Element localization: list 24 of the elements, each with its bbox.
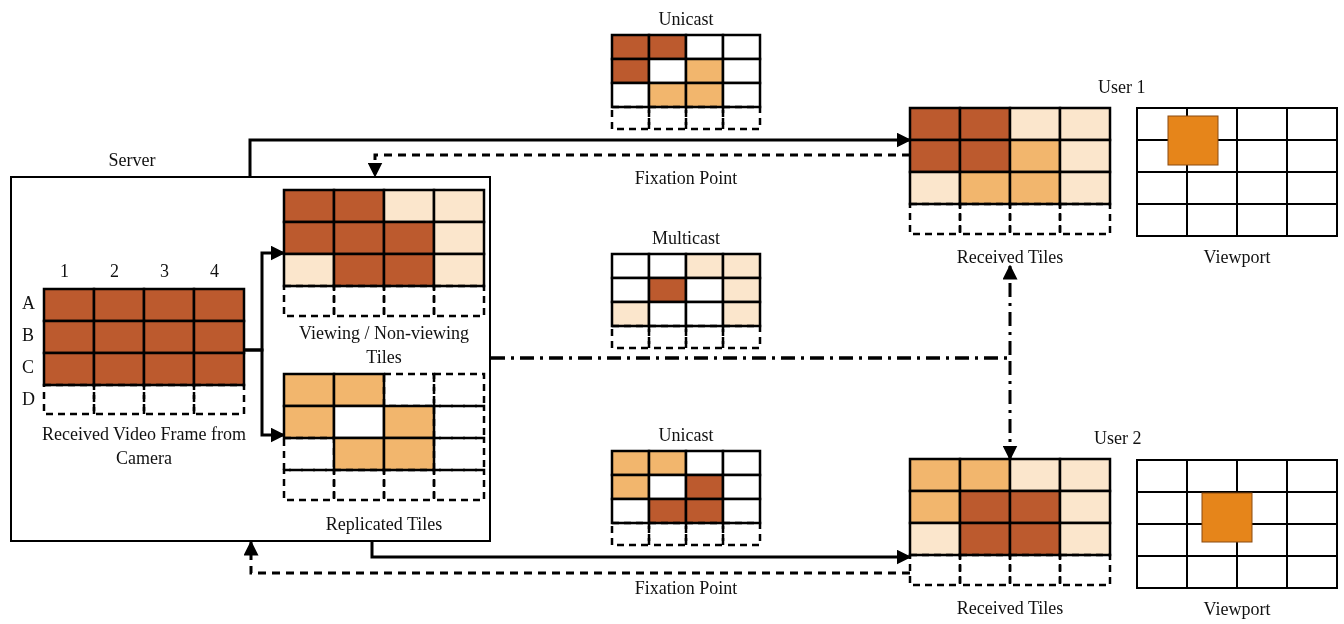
text-label: D (22, 388, 35, 410)
text-label: 2 (110, 260, 119, 282)
text-label: C (22, 356, 34, 378)
text-label: User 2 (1094, 427, 1142, 449)
grid-caption: Received Tiles (955, 597, 1065, 620)
grid-caption: Replicated Tiles (324, 513, 444, 536)
box-heading: Server (107, 149, 157, 172)
grid-caption: Received Tiles (955, 246, 1065, 269)
grid-caption: Viewport (1202, 246, 1272, 269)
text-label: A (22, 292, 35, 314)
text-label: User 1 (1098, 76, 1146, 98)
grid-caption: Multicast (651, 227, 721, 250)
text-label: 4 (210, 260, 219, 282)
grid-caption: Viewport (1202, 598, 1272, 621)
arrow (367, 153, 910, 178)
grid-caption: Unicast (657, 8, 715, 31)
grid-caption: Viewing / Non-viewing Tiles (298, 322, 470, 369)
arrow (243, 540, 910, 575)
text-label: B (22, 324, 34, 346)
grid-caption: Unicast (657, 424, 715, 447)
text-label: 3 (160, 260, 169, 282)
text-label: 1 (60, 260, 69, 282)
grid-caption: Received Video Frame from Camera (41, 423, 247, 470)
arrow (370, 542, 912, 565)
